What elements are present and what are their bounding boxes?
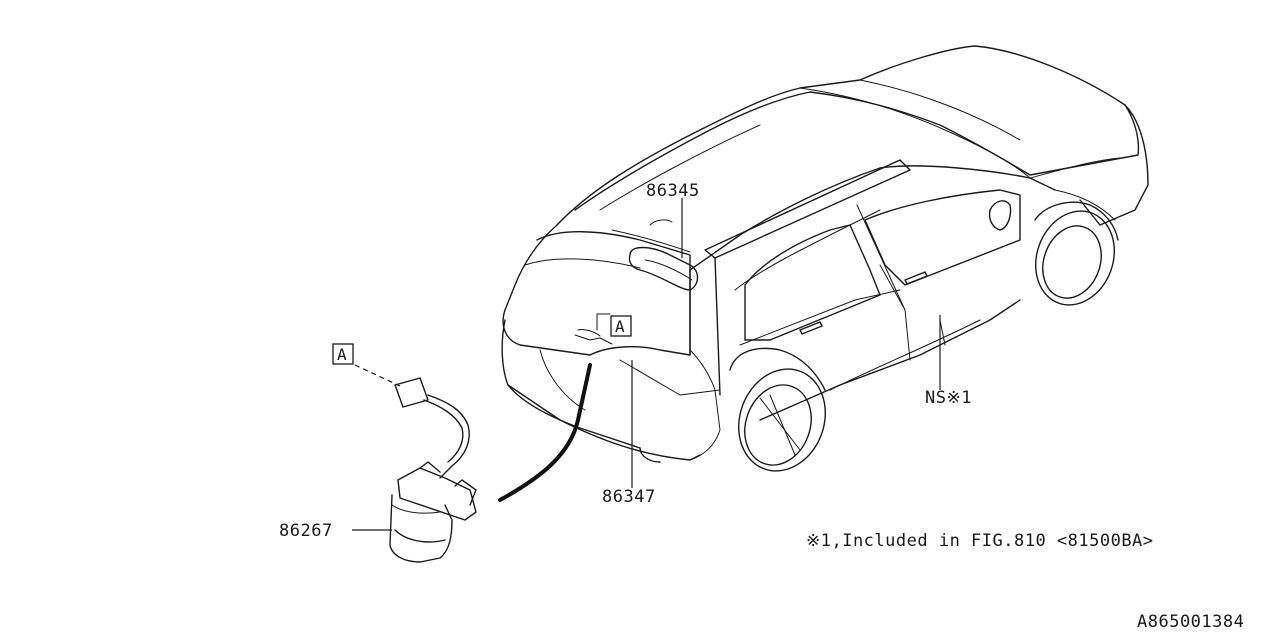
- harness-86345: [628, 246, 699, 291]
- ref-box-a-camera: A: [332, 343, 401, 387]
- label-ns: NS※1: [925, 388, 972, 408]
- label-86347: 86347: [602, 487, 656, 507]
- label-86267: 86267: [279, 521, 333, 541]
- rear-wheel: [729, 347, 826, 472]
- diagram-id: A865001384: [1137, 612, 1244, 632]
- camera-mount-on-car: [574, 329, 613, 345]
- ref-box-a-car: A: [596, 313, 632, 337]
- camera-leader-bold: [498, 363, 592, 502]
- svg-text:A: A: [337, 345, 347, 364]
- footnote-included: ※1,Included in FIG.810 <81500BA>: [806, 531, 1154, 551]
- label-86345: 86345: [646, 181, 700, 201]
- vehicle-outline: [501, 45, 1149, 472]
- svg-text:A: A: [615, 317, 625, 336]
- rear-camera-86267: [389, 377, 477, 563]
- front-wheel: [1034, 201, 1119, 306]
